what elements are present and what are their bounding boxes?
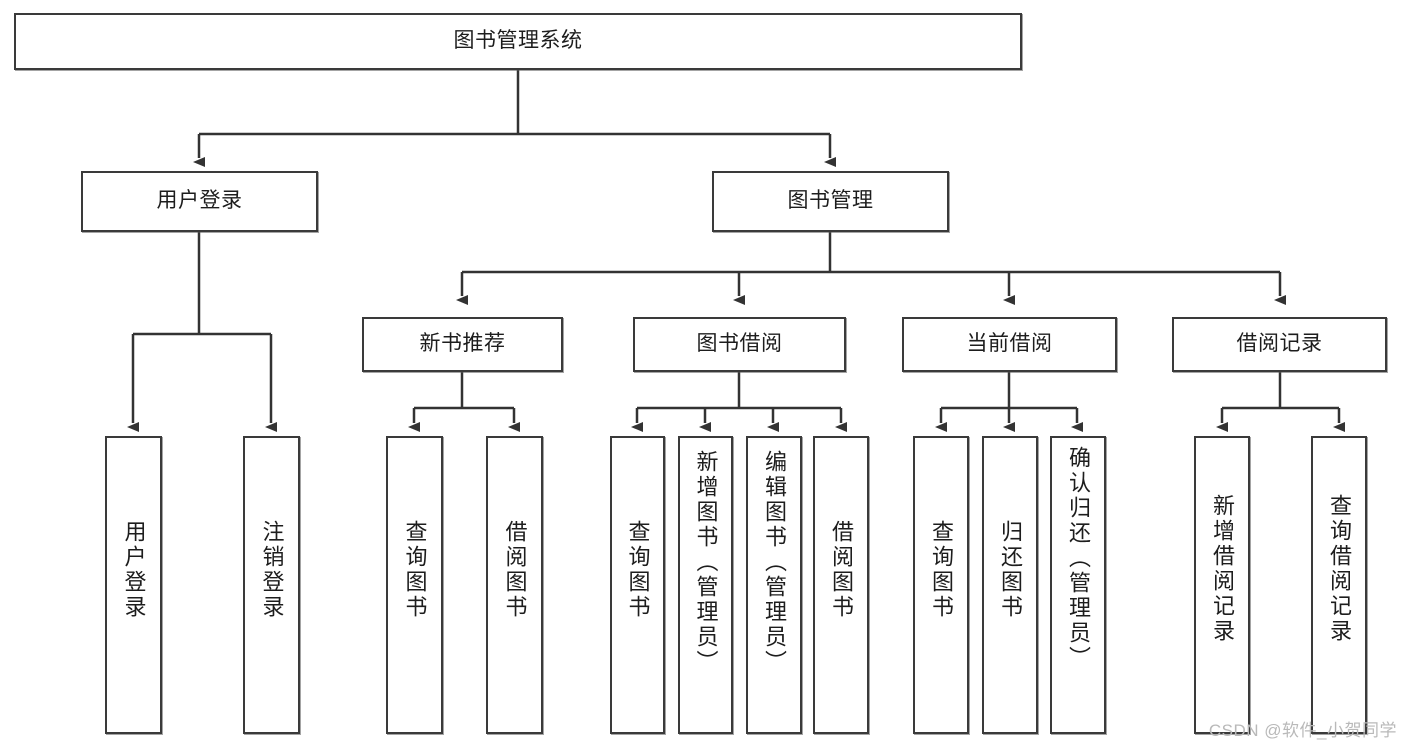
node-label: 借阅记录 [1236,332,1323,356]
leaf-book-borrow-borrow-book[interactable]: 借阅图书 [813,436,869,734]
node-label: 图书管理 [787,189,874,213]
leaf-label: 用户登录 [121,520,147,620]
node-label: 用户登录 [156,189,243,213]
leaf-new-book-query-book[interactable]: 查询图书 [386,436,443,734]
node-label: 图书借阅 [696,332,783,356]
leaf-book-borrow-edit-book-admin[interactable]: 编辑图书（管理员） [746,436,802,734]
leaf-book-borrow-add-book-admin[interactable]: 新增图书（管理员） [678,436,733,734]
leaf-book-borrow-query-book[interactable]: 查询图书 [610,436,665,734]
leaf-label: 查询图书 [929,520,954,620]
leaf-user-login-login[interactable]: 用户登录 [105,436,162,734]
leaf-label: 借阅图书 [502,520,528,620]
leaf-borrow-record-add-record[interactable]: 新增借阅记录 [1194,436,1250,734]
leaf-label: 注销登录 [259,520,285,620]
leaf-label: 确认归还（管理员） [1066,446,1091,671]
node-new-book-recommend[interactable]: 新书推荐 [362,317,563,372]
leaf-label: 归还图书 [998,520,1023,620]
csdn-watermark: CSDN @软件_小贺同学 [1208,721,1397,740]
leaf-label: 新增借阅记录 [1210,494,1235,644]
node-label: 新书推荐 [419,332,506,356]
leaf-current-borrow-query-book[interactable]: 查询图书 [913,436,969,734]
node-label: 图书管理系统 [453,29,583,53]
node-user-login[interactable]: 用户登录 [81,171,318,232]
leaf-label: 编辑图书（管理员） [762,450,787,675]
leaf-new-book-borrow-book[interactable]: 借阅图书 [486,436,543,734]
leaf-label: 查询图书 [625,520,651,620]
leaf-borrow-record-query-record[interactable]: 查询借阅记录 [1311,436,1367,734]
node-root-book-management-system[interactable]: 图书管理系统 [14,13,1022,70]
leaf-label: 查询图书 [402,520,428,620]
node-borrow-record[interactable]: 借阅记录 [1172,317,1387,372]
node-current-borrow[interactable]: 当前借阅 [902,317,1117,372]
leaf-label: 查询借阅记录 [1327,494,1352,644]
leaf-current-borrow-confirm-return-admin[interactable]: 确认归还（管理员） [1050,436,1106,734]
node-book-borrow[interactable]: 图书借阅 [633,317,846,372]
leaf-label: 新增图书（管理员） [693,450,719,675]
leaf-user-login-logout[interactable]: 注销登录 [243,436,300,734]
leaf-current-borrow-return-book[interactable]: 归还图书 [982,436,1038,734]
leaf-label: 借阅图书 [829,520,854,620]
node-book-management[interactable]: 图书管理 [712,171,949,232]
node-label: 当前借阅 [966,332,1053,356]
